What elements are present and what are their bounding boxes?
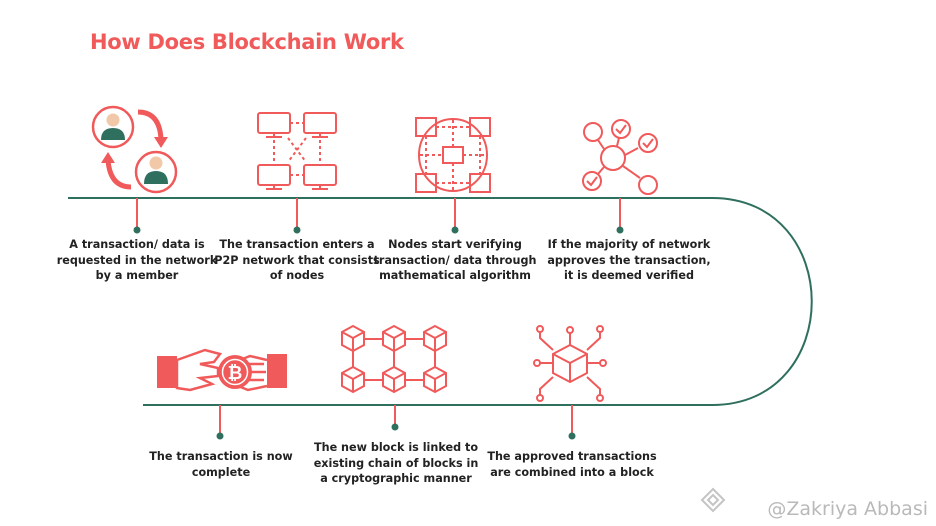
step-7-text: The transaction is now complete	[149, 450, 293, 479]
approval-network-icon	[582, 119, 658, 195]
watermark-logo-icon	[700, 487, 726, 513]
step-4-text: If the majority of network approves the …	[547, 238, 711, 282]
step-2-text: The transaction enters a P2P network tha…	[214, 238, 380, 282]
step-5-text: The approved transactions are combined i…	[487, 450, 657, 479]
block-chain-icon	[341, 324, 447, 394]
step-6-text: The new block is linked to existing chai…	[313, 441, 479, 485]
timeline	[68, 197, 813, 406]
page-title: How Does Blockchain Work	[90, 30, 404, 54]
step-3-text: Nodes start verifying transaction/ data …	[373, 238, 537, 282]
node-verify-icon	[415, 117, 491, 193]
bitcoin-hand-icon: ₿	[157, 348, 287, 392]
watermark: @Zakriya Abbasi	[767, 498, 928, 520]
users-exchange-icon	[91, 105, 178, 194]
block-cube-icon	[533, 325, 607, 402]
p2p-network-icon	[257, 112, 337, 190]
step-connectors	[133, 198, 624, 440]
step-1-text: A transaction/ data is requested in the …	[56, 238, 218, 282]
svg-text:₿: ₿	[228, 363, 243, 384]
